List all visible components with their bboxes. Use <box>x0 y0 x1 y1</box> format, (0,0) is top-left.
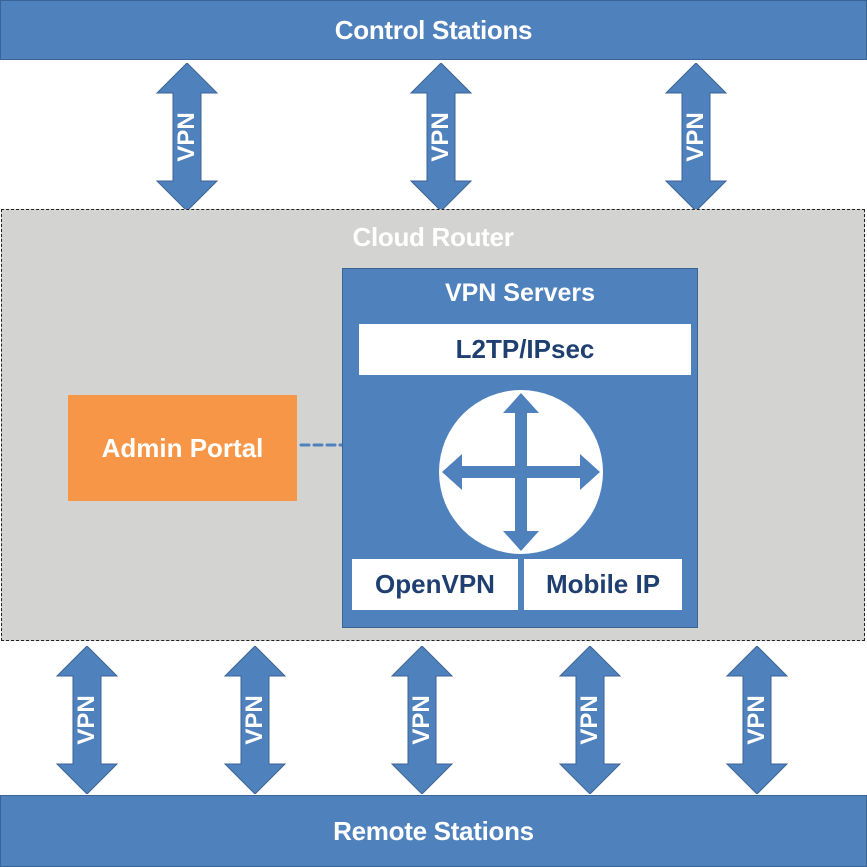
vpn-link-arrow-bottom-4: VPN <box>558 646 622 794</box>
double-arrow-icon <box>390 646 454 794</box>
admin-portal-box: Admin Portal <box>68 395 297 501</box>
vpn-link-label: VPN <box>73 695 100 745</box>
double-arrow-icon <box>55 646 119 794</box>
admin-portal-label: Admin Portal <box>101 432 264 463</box>
double-arrow-icon <box>409 63 473 211</box>
double-arrow-icon <box>155 63 219 211</box>
double-arrow-icon <box>223 646 287 794</box>
control-stations-label: Control Stations <box>334 14 533 45</box>
cloud-router-label: Cloud Router <box>352 222 514 252</box>
vpn-link-arrow-top-2: VPN <box>409 63 473 211</box>
vpn-servers-title: VPN Servers <box>444 279 596 307</box>
admin-connector-line <box>299 443 343 447</box>
double-arrow-icon <box>558 646 622 794</box>
vpn-link-arrow-bottom-1: VPN <box>55 646 119 794</box>
double-arrow-icon <box>725 646 789 794</box>
vpn-link-label: VPN <box>173 112 200 162</box>
vpn-link-label: VPN <box>682 112 709 162</box>
vpn-link-arrow-bottom-5: VPN <box>725 646 789 794</box>
protocol-label: OpenVPN <box>375 569 495 599</box>
vpn-link-label: VPN <box>241 695 268 745</box>
vpn-link-label: VPN <box>427 112 454 162</box>
four-way-arrow-icon <box>439 390 603 554</box>
remote-stations-bar: Remote Stations <box>0 795 867 867</box>
vpn-link-label: VPN <box>743 695 770 745</box>
protocol-mobile-ip: Mobile IP <box>524 559 682 610</box>
control-stations-bar: Control Stations <box>0 0 867 60</box>
vpn-link-arrow-bottom-2: VPN <box>223 646 287 794</box>
protocol-label: Mobile IP <box>545 569 661 599</box>
remote-stations-label: Remote Stations <box>333 815 534 846</box>
vpn-link-arrow-bottom-3: VPN <box>390 646 454 794</box>
double-arrow-icon <box>664 63 728 211</box>
protocol-openvpn: OpenVPN <box>352 559 518 610</box>
protocol-label: L2TP/IPsec <box>455 334 595 364</box>
vpn-link-arrow-top-3: VPN <box>664 63 728 211</box>
vpn-link-label: VPN <box>408 695 435 745</box>
vpn-servers-box: VPN Servers L2TP/IPsec OpenVPN Mobile IP <box>342 268 698 628</box>
vpn-link-arrow-top-1: VPN <box>155 63 219 211</box>
vpn-link-label: VPN <box>576 695 603 745</box>
protocol-l2tp-ipsec: L2TP/IPsec <box>359 324 691 375</box>
